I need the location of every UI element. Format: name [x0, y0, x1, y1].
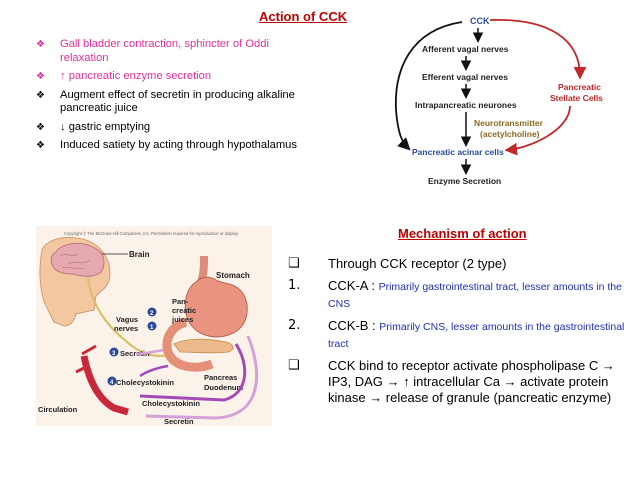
- brain-shape: [50, 243, 105, 277]
- action-item: ❖Augment effect of secretin in producing…: [36, 88, 295, 115]
- svg-text:4: 4: [110, 380, 114, 386]
- figure-vagus-2: nerves: [114, 324, 138, 333]
- square-bullet-icon: ❑: [288, 256, 300, 271]
- mechanism-title: Mechanism of action: [398, 226, 527, 241]
- mechanism-list: ❑Through CCK receptor (2 type) 1.CCK-A :…: [288, 256, 628, 412]
- svg-text:2: 2: [150, 311, 154, 317]
- flow-neuro-1: Neurotransmitter: [474, 118, 544, 128]
- figure-copyright: Copyright © The McGraw-Hill Companies, I…: [64, 231, 239, 236]
- figure-brain: Brain: [129, 250, 150, 259]
- flow-enzyme: Enzyme Secretion: [428, 176, 501, 186]
- action-item: ❖Gall bladder contraction, sphincter of …: [36, 38, 269, 64]
- number-marker: 1.: [288, 278, 301, 293]
- flow-efferent: Efferent vagal nerves: [422, 72, 508, 82]
- action-of-cck-title: Action of CCK: [259, 9, 348, 24]
- figure-juices-2: creatic: [172, 306, 196, 315]
- diamond-bullet-icon: ❖: [36, 140, 45, 151]
- figure-cck: Cholecystokinin: [116, 378, 174, 387]
- diamond-bullet-icon: ❖: [36, 71, 45, 82]
- flow-cck: CCK: [470, 16, 490, 26]
- mechanism-item: 2.CCK-B : Primarily CNS, lesser amounts …: [288, 318, 625, 350]
- circulation-vessel: [80, 355, 129, 416]
- digestion-regulation-figure: Copyright © The McGraw-Hill Companies, I…: [36, 226, 272, 426]
- duodenum-shape: [162, 317, 214, 372]
- mechanism-item: ❑CCK bind to receptor activate phospholi…: [288, 358, 615, 405]
- square-bullet-icon: ❑: [288, 358, 300, 373]
- flow-acinar: Pancreatic acinar cells: [412, 147, 504, 157]
- svg-text:1: 1: [150, 325, 154, 331]
- stomach-shape: [184, 276, 248, 338]
- flow-stellate-1: Pancreatic: [558, 82, 601, 92]
- figure-stomach: Stomach: [216, 271, 250, 280]
- figure-pancreas: Pancreas: [204, 373, 237, 382]
- mechanism-item: 1.CCK-A : Primarily gastrointestinal tra…: [288, 278, 622, 310]
- action-item: ❖↑ pancreatic enzyme secretion: [36, 70, 212, 82]
- figure-juices-1: Pan-: [172, 297, 189, 306]
- svg-text:3: 3: [112, 351, 116, 357]
- action-item: ❖Induced satiety by acting through hypot…: [36, 139, 297, 151]
- diamond-bullet-icon: ❖: [36, 89, 45, 101]
- flow-stellate-2: Stellate Cells: [550, 93, 603, 103]
- flow-neuro-2: (acetylcholine): [480, 129, 540, 139]
- diamond-bullet-icon: ❖: [36, 39, 45, 50]
- number-marker: 2.: [288, 318, 301, 333]
- pancreas-shape: [173, 338, 234, 354]
- figure-duodenum: Duodenum: [204, 383, 243, 392]
- figure-secretin-2: Secretin: [164, 417, 194, 426]
- cck-pathway-diagram: CCK Afferent vagal nerves Efferent vagal…: [394, 16, 603, 186]
- action-item: ❖↓ gastric emptying: [36, 120, 151, 133]
- figure-secretin: Secretin: [120, 349, 150, 358]
- figure-circulation: Circulation: [38, 405, 78, 414]
- figure-juices-3: juices: [171, 315, 193, 324]
- figure-vagus-1: Vagus: [116, 315, 138, 324]
- flow-afferent: Afferent vagal nerves: [422, 44, 509, 54]
- cck-actions-list: ❖Gall bladder contraction, sphincter of …: [36, 38, 298, 158]
- flow-intrapancreatic: Intrapancreatic neurones: [415, 100, 517, 110]
- figure-cck-2: Cholecystokinin: [142, 399, 200, 408]
- mechanism-item: ❑Through CCK receptor (2 type): [288, 256, 507, 271]
- diamond-bullet-icon: ❖: [36, 121, 45, 133]
